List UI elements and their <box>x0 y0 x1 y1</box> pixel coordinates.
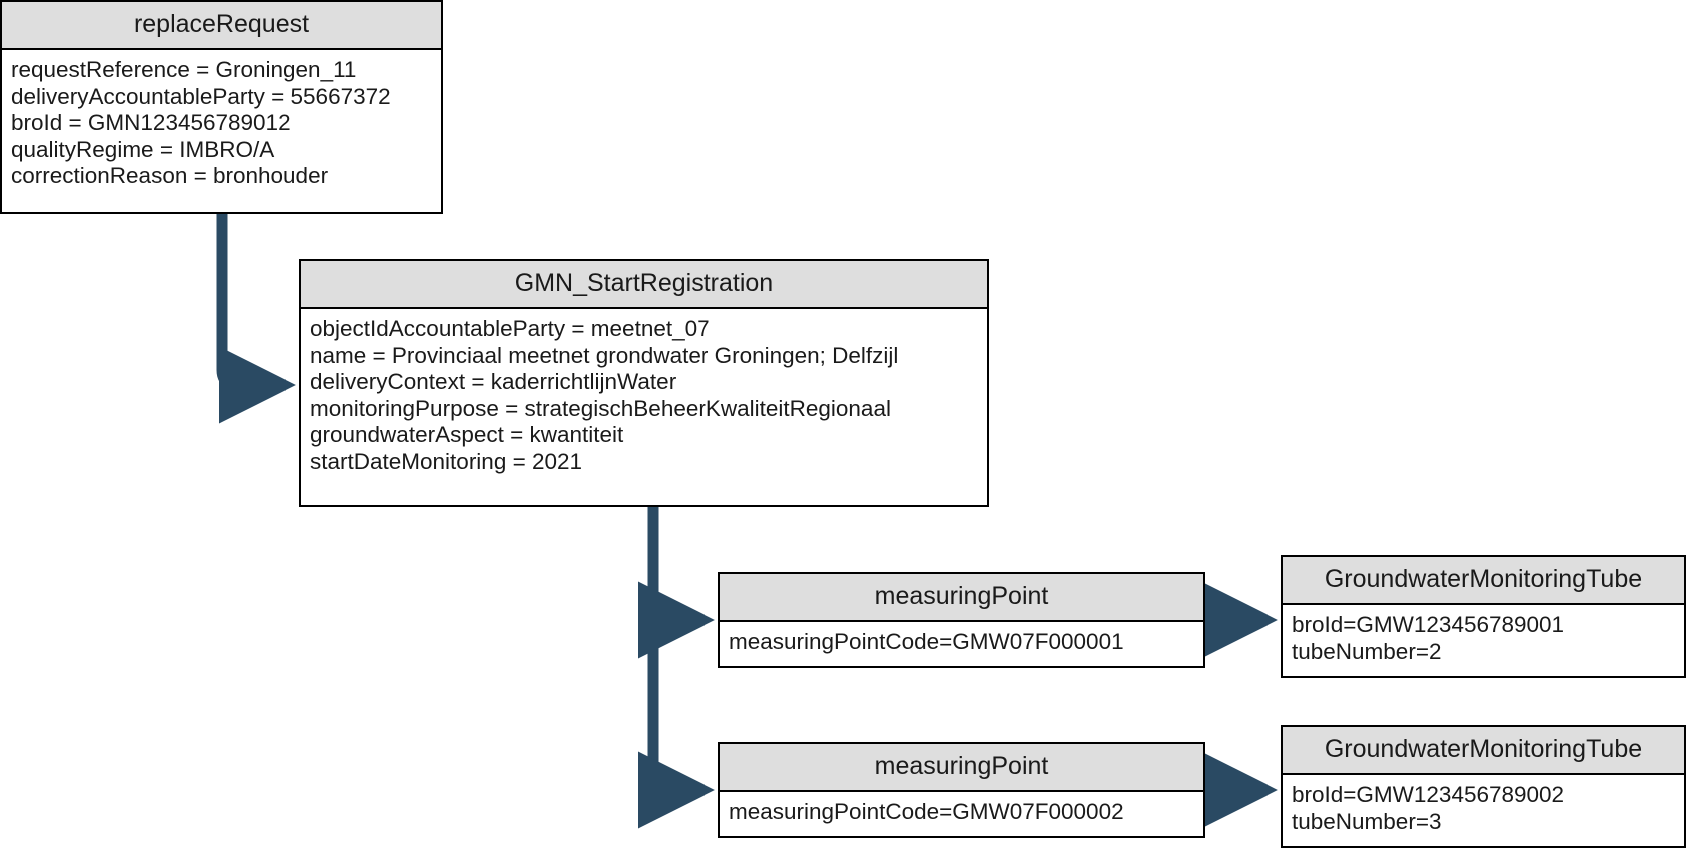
attribute-row: monitoringPurpose = strategischBeheerKwa… <box>310 395 891 421</box>
attribute-row: measuringPointCode=GMW07F000002 <box>729 799 1124 824</box>
node-replace-request[interactable]: replaceRequest requestReference = Gronin… <box>0 0 443 214</box>
node-measuring-point-2[interactable]: measuringPoint measuringPointCode=GMW07F… <box>718 742 1205 838</box>
attribute-row: broId=GMW123456789002 <box>1292 782 1565 807</box>
node-measuring-point-1-body: measuringPointCode=GMW07F000001 <box>720 622 1203 664</box>
node-groundwater-monitoring-tube-2[interactable]: GroundwaterMonitoringTube broId=GMW12345… <box>1281 725 1686 848</box>
attribute-row: measuringPointCode=GMW07F000001 <box>729 629 1124 654</box>
node-groundwater-monitoring-tube-1-body: broId=GMW123456789001 tubeNumber=2 <box>1283 605 1684 673</box>
attribute-row: tubeNumber=3 <box>1292 808 1442 834</box>
node-gmn-start-registration[interactable]: GMN_StartRegistration objectIdAccountabl… <box>299 259 989 507</box>
attribute-row: tubeNumber=2 <box>1292 638 1442 664</box>
node-measuring-point-1[interactable]: measuringPoint measuringPointCode=GMW07F… <box>718 572 1205 668</box>
node-gmn-start-registration-header: GMN_StartRegistration <box>301 261 987 309</box>
node-measuring-point-2-body: measuringPointCode=GMW07F000002 <box>720 792 1203 834</box>
node-groundwater-monitoring-tube-1-header: GroundwaterMonitoringTube <box>1283 557 1684 605</box>
node-gmn-start-registration-body: objectIdAccountableParty = meetnet_07 na… <box>301 309 987 483</box>
node-measuring-point-1-header: measuringPoint <box>720 574 1203 622</box>
node-replace-request-body: requestReference = Groningen_11 delivery… <box>2 50 441 198</box>
attribute-row: name = Provinciaal meetnet grondwater Gr… <box>310 342 899 368</box>
node-groundwater-monitoring-tube-1[interactable]: GroundwaterMonitoringTube broId=GMW12345… <box>1281 555 1686 678</box>
connector-start-registration-to-measuring-point-1 <box>637 581 715 659</box>
attribute-row: objectIdAccountableParty = meetnet_07 <box>310 316 710 341</box>
connector-start-registration-to-measuring-point-2 <box>637 751 715 829</box>
node-replace-request-header: replaceRequest <box>2 2 441 50</box>
attribute-row: startDateMonitoring = 2021 <box>310 448 583 474</box>
node-groundwater-monitoring-tube-2-header: GroundwaterMonitoringTube <box>1283 727 1684 775</box>
attribute-row: deliveryContext = kaderrichtlijnWater <box>310 369 677 394</box>
connector-replace-request-to-start-registration <box>216 212 296 424</box>
attribute-row: groundwaterAspect = kwantiteit <box>310 422 624 447</box>
attribute-row: broId=GMW123456789001 <box>1292 612 1565 637</box>
attribute-row: correctionReason = bronhouder <box>11 163 329 188</box>
attribute-row: requestReference = Groningen_11 <box>11 57 357 82</box>
attribute-row: broId = GMN123456789012 <box>11 110 291 135</box>
attribute-row: deliveryAccountableParty = 55667372 <box>11 83 391 109</box>
node-measuring-point-2-header: measuringPoint <box>720 744 1203 792</box>
node-groundwater-monitoring-tube-2-body: broId=GMW123456789002 tubeNumber=3 <box>1283 775 1684 843</box>
attribute-row: qualityRegime = IMBRO/A <box>11 136 275 162</box>
